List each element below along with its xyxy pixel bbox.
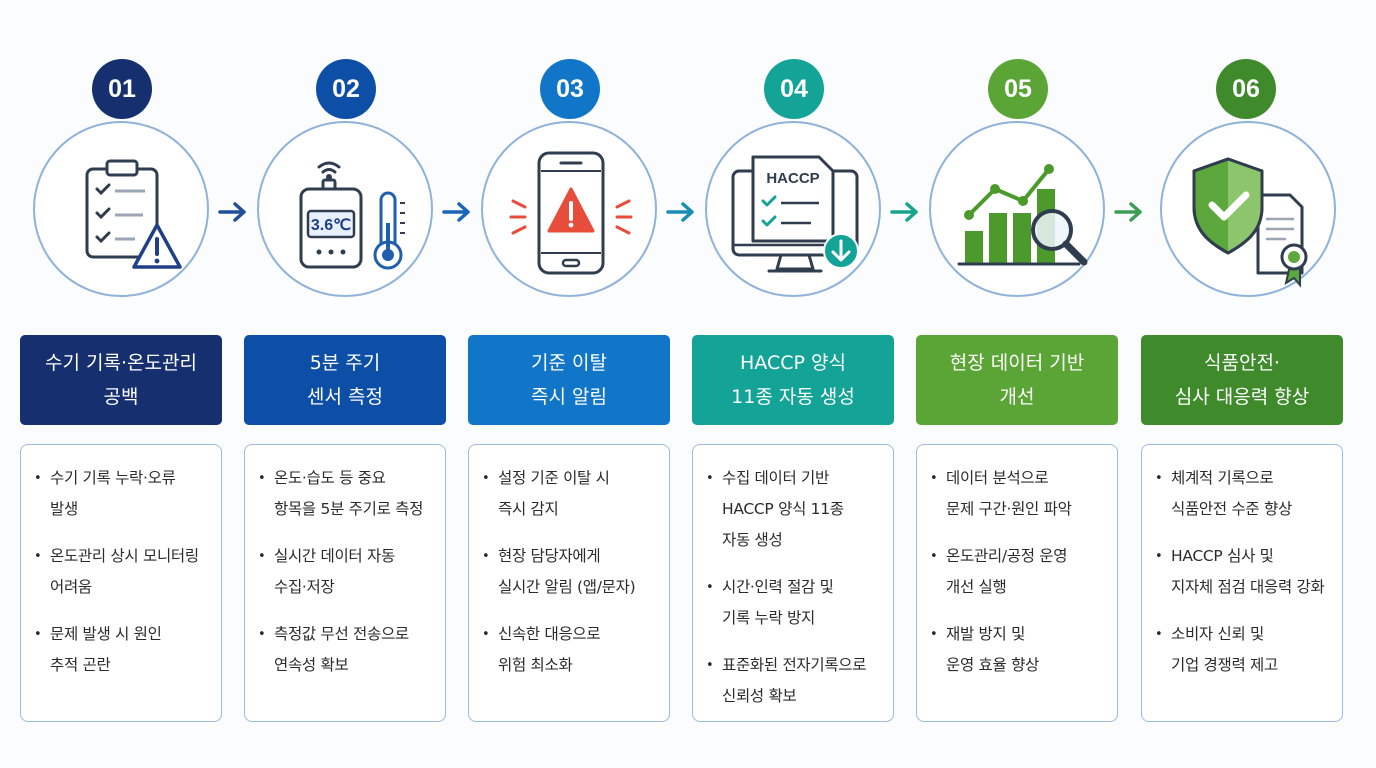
arrow-right-icon xyxy=(1114,202,1142,222)
step-2-number-badge: 02 xyxy=(316,59,376,119)
haccp-monitor-icon: HACCP xyxy=(731,155,859,273)
step-1-title-line-1: 수기 기록·온도관리 xyxy=(45,352,197,374)
step-3-title-line-1: 기준 이탈 xyxy=(531,352,607,374)
step-6-icon-circle xyxy=(1160,121,1336,297)
step-3-icon-circle xyxy=(481,121,657,297)
step-5-icon-circle xyxy=(929,121,1105,297)
sensor-thermometer-icon: 3.6℃ xyxy=(299,161,405,270)
step-6-title-box: 식품안전· 심사 대응력 향상 xyxy=(1141,335,1343,425)
step-4-number-badge: 04 xyxy=(764,59,824,119)
step-1-number-badge: 01 xyxy=(92,59,152,119)
step-3-number-badge: 03 xyxy=(540,59,600,119)
step-4-title-box: HACCP 양식 11종 자동 생성 xyxy=(692,335,894,425)
step-4-title-line-2: 11종 자동 생성 xyxy=(731,386,855,408)
step-6-title-line-1: 식품안전· xyxy=(1204,352,1280,374)
sensor-reading: 3.6℃ xyxy=(311,217,351,234)
step-2-title-line-2: 센서 측정 xyxy=(307,386,383,408)
step-2-title-box: 5분 주기 센서 측정 xyxy=(244,335,446,425)
step-6-title-line-2: 심사 대응력 향상 xyxy=(1174,386,1310,408)
step-1-title-line-2: 공백 xyxy=(103,386,139,408)
shield-certificate-icon xyxy=(1192,157,1308,288)
step-5-title-line-2: 개선 xyxy=(999,386,1035,408)
step-5-title-line-1: 현장 데이터 기반 xyxy=(949,352,1085,374)
step-3-title-line-2: 즉시 알림 xyxy=(531,386,607,408)
step-4-icon-circle: HACCP xyxy=(705,121,881,297)
step-2-title-line-1: 5분 주기 xyxy=(309,352,381,374)
arrow-right-icon xyxy=(442,202,470,222)
arrow-right-icon xyxy=(218,202,246,222)
step-1-title-box: 수기 기록·온도관리 공백 xyxy=(20,335,222,425)
list-item: 설정 기준 이탈 시즉시 감지 xyxy=(482,463,663,525)
step-3-title-box: 기준 이탈 즉시 알림 xyxy=(468,335,670,425)
arrow-right-icon xyxy=(890,202,918,222)
arrow-right-icon xyxy=(666,202,694,222)
step-4-title-line-1: HACCP 양식 xyxy=(740,352,846,374)
step-5-number-badge: 05 xyxy=(988,59,1048,119)
phone-alert-icon xyxy=(509,151,633,275)
chart-analysis-icon xyxy=(957,164,1088,266)
clipboard-warning-icon xyxy=(85,159,182,269)
list-item: 소비자 신뢰 및기업 경쟁력 제고 xyxy=(1155,619,1336,681)
step-5-title-box: 현장 데이터 기반 개선 xyxy=(916,335,1118,425)
list-item: 시간·인력 절감 및기록 누락 방지 xyxy=(706,572,887,634)
haccp-label: HACCP xyxy=(766,170,819,187)
step-6-number-badge: 06 xyxy=(1216,59,1276,119)
step-1-icon-circle xyxy=(33,121,209,297)
list-item: 재발 방지 및운영 효율 향상 xyxy=(930,619,1111,681)
step-2-icon-circle: 3.6℃ xyxy=(257,121,433,297)
